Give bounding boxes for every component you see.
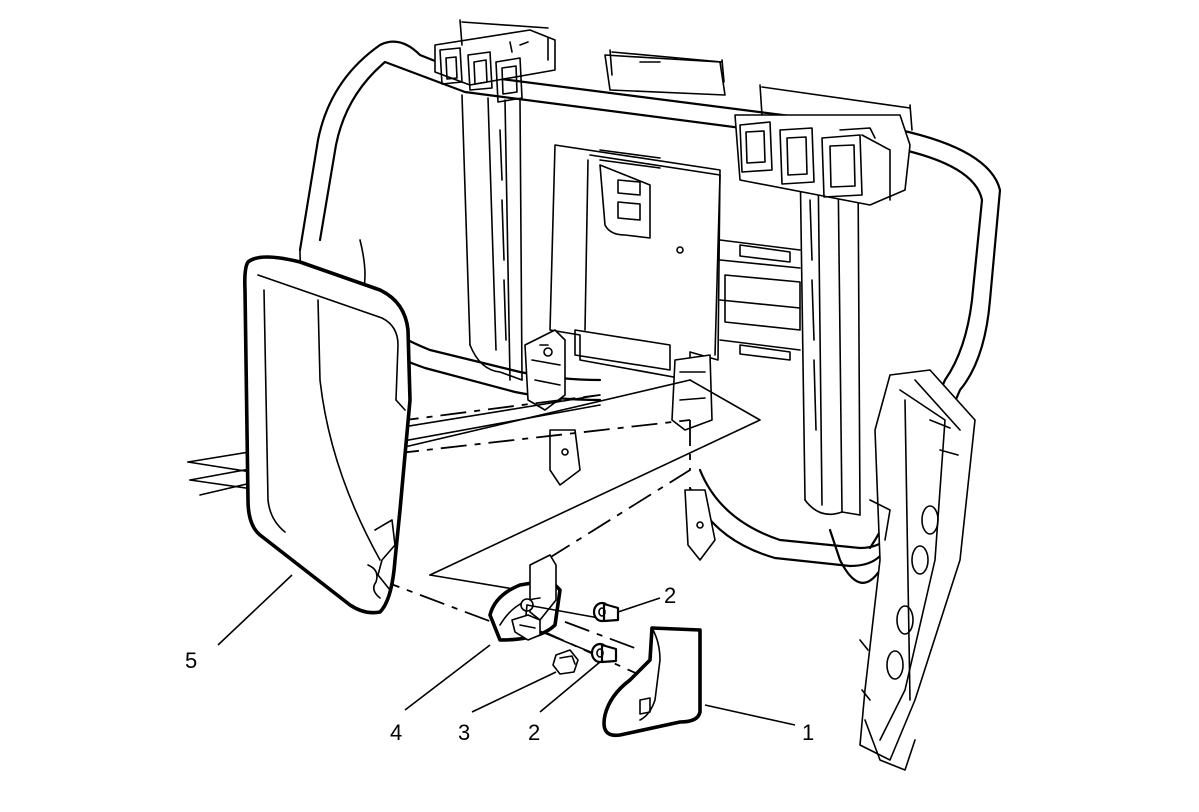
part-1-hinge-cover bbox=[602, 626, 702, 738]
part-5-seat-back-pad bbox=[243, 255, 412, 615]
callout-labels: 1 2 2 3 4 5 bbox=[185, 583, 814, 745]
callout-3: 3 bbox=[458, 720, 470, 745]
callout-4: 4 bbox=[390, 720, 402, 745]
seat-back-frame bbox=[298, 19, 1002, 771]
part-3-nut bbox=[552, 649, 579, 675]
callout-1: 1 bbox=[802, 720, 814, 745]
callout-leaders bbox=[217, 574, 796, 726]
part-2-bolt-lower bbox=[590, 642, 618, 664]
callout-2-upper: 2 bbox=[664, 583, 676, 608]
part-2-bolt-upper bbox=[592, 601, 620, 623]
callout-5: 5 bbox=[185, 648, 197, 673]
callout-2-lower: 2 bbox=[528, 720, 540, 745]
part-4-hinge-bracket bbox=[488, 554, 611, 661]
